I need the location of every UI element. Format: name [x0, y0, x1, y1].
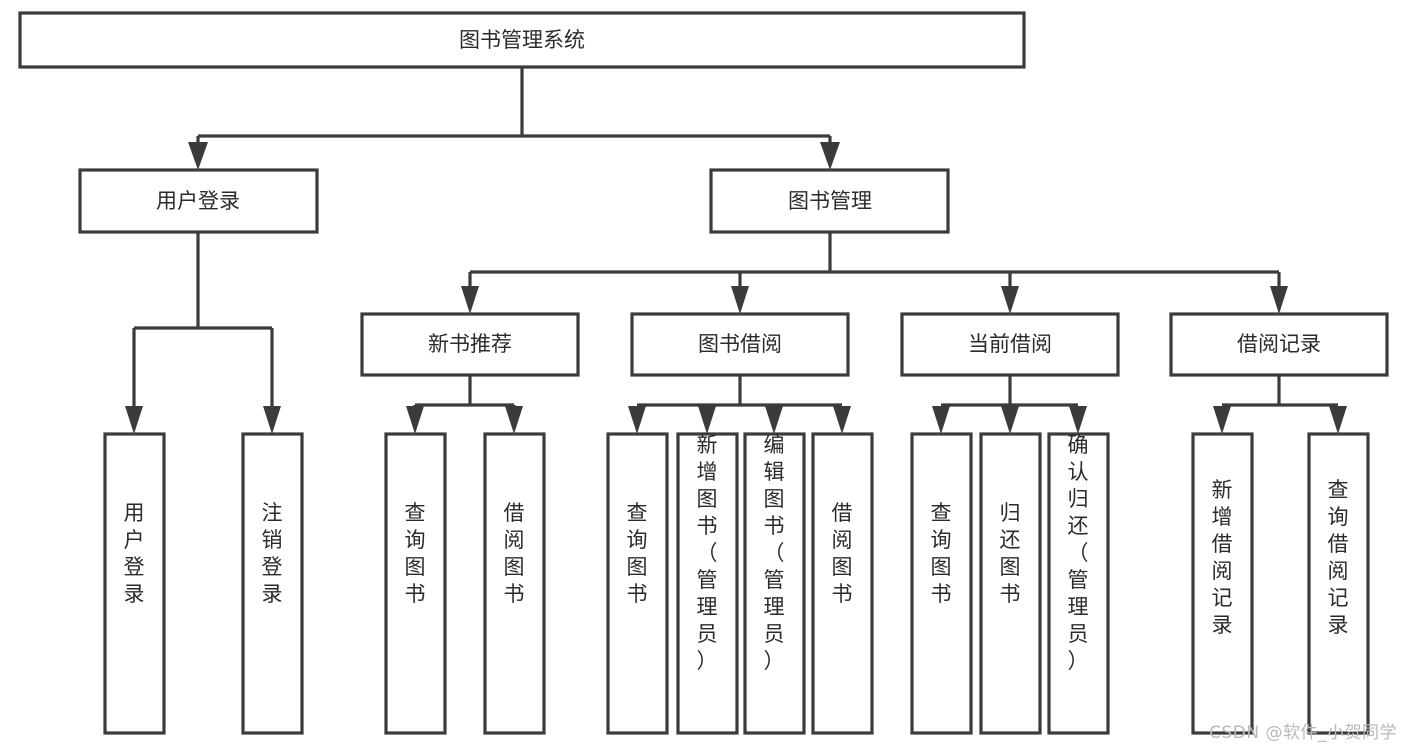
node-current-borrow-box[interactable] [900, 312, 1120, 377]
node-leaf-2[interactable]: 注销登录 [241, 432, 304, 735]
node-new-book-rec-box[interactable] [360, 312, 580, 377]
node-leaf-5-label: 查询图书 [627, 501, 648, 606]
node-book-manage[interactable]: 图书管理 [709, 168, 950, 234]
node-leaf-9-box[interactable] [910, 432, 973, 735]
arrow-nbr-leaf-4 [505, 406, 523, 434]
arrow-user-login-leaf-1 [125, 406, 143, 434]
arrow-br-leaf-12 [1213, 406, 1231, 434]
node-leaf-12-box[interactable] [1191, 432, 1254, 735]
node-leaf-1-box[interactable] [103, 432, 166, 735]
node-leaf-1-label: 用户登录 [124, 501, 145, 606]
node-root[interactable]: 图书管理系统 [18, 11, 1026, 69]
node-current-borrow-label: 当前借阅 [968, 332, 1052, 356]
node-leaf-12-label: 新增借阅记录 [1212, 478, 1233, 637]
node-user-login[interactable]: 用户登录 [78, 168, 319, 234]
node-leaf-8-label: 借阅图书 [832, 501, 853, 606]
arrow-root-to-book-manage [820, 142, 840, 170]
arrow-cb-leaf-9 [932, 406, 950, 434]
node-new-book-rec[interactable]: 新书推荐 [360, 312, 580, 377]
node-root-label: 图书管理系统 [459, 28, 585, 52]
arrow-cb-leaf-10 [1001, 406, 1019, 434]
node-user-login-label: 用户登录 [156, 189, 240, 213]
node-leaf-7-box[interactable] [743, 432, 806, 735]
node-leaf-2-box[interactable] [241, 432, 304, 735]
node-root-box[interactable] [18, 11, 1026, 69]
node-leaf-2-label: 注销登录 [262, 501, 283, 606]
node-leaf-7-label: 编辑图书（管理员） [764, 433, 785, 673]
node-leaf-9-label: 查询图书 [931, 501, 952, 606]
arrow-bm-to-new-book-rec [461, 286, 479, 314]
node-book-manage-label: 图书管理 [788, 189, 872, 213]
connector-layer [125, 67, 1347, 434]
node-leaf-4-box[interactable] [483, 432, 546, 735]
node-leaf-3-label: 查询图书 [405, 501, 426, 606]
arrow-bb-leaf-8 [833, 406, 851, 434]
node-leaf-11-label: 确认归还（管理员） [1068, 433, 1089, 673]
node-leaf-13-label: 查询借阅记录 [1328, 478, 1349, 637]
node-book-borrow-label: 图书借阅 [698, 332, 782, 356]
node-leaf-8[interactable]: 借阅图书 [811, 432, 874, 735]
node-leaf-12[interactable]: 新增借阅记录 [1191, 432, 1254, 735]
arrow-root-to-user-login [188, 142, 208, 170]
node-borrow-record-box[interactable] [1169, 312, 1389, 377]
node-leaf-7[interactable]: 编辑图书（管理员） [743, 432, 806, 735]
node-leaf-3[interactable]: 查询图书 [384, 432, 447, 735]
arrow-bm-to-borrow-record [1270, 286, 1288, 314]
node-borrow-record[interactable]: 借阅记录 [1169, 312, 1389, 377]
node-leaf-5-box[interactable] [606, 432, 669, 735]
node-book-borrow-box[interactable] [630, 312, 850, 377]
node-borrow-record-label: 借阅记录 [1237, 332, 1321, 356]
arrow-cb-leaf-11 [1069, 406, 1087, 434]
node-leaf-4-label: 借阅图书 [504, 501, 525, 606]
node-leaf-10-box[interactable] [979, 432, 1042, 735]
node-leaf-13[interactable]: 查询借阅记录 [1307, 432, 1370, 735]
node-book-borrow[interactable]: 图书借阅 [630, 312, 850, 377]
arrow-nbr-leaf-3 [406, 406, 424, 434]
node-leaf-6-box[interactable] [676, 432, 739, 735]
node-leaf-11-box[interactable] [1047, 432, 1110, 735]
node-leaf-6[interactable]: 新增图书（管理员） [676, 432, 739, 735]
node-leaf-5[interactable]: 查询图书 [606, 432, 669, 735]
node-leaf-8-box[interactable] [811, 432, 874, 735]
node-new-book-rec-label: 新书推荐 [428, 332, 512, 356]
node-leaf-9[interactable]: 查询图书 [910, 432, 973, 735]
arrow-bb-leaf-7 [765, 406, 783, 434]
node-leaf-1[interactable]: 用户登录 [103, 432, 166, 735]
node-leaf-13-box[interactable] [1307, 432, 1370, 735]
node-leaf-10-label: 归还图书 [1000, 501, 1021, 606]
arrow-user-login-leaf-2 [263, 406, 281, 434]
arrow-bb-leaf-5 [628, 406, 646, 434]
arrow-bm-to-current-borrow [1001, 286, 1019, 314]
node-leaf-4[interactable]: 借阅图书 [483, 432, 546, 735]
node-user-login-box[interactable] [78, 168, 319, 234]
node-leaf-10[interactable]: 归还图书 [979, 432, 1042, 735]
node-leaf-6-label: 新增图书（管理员） [697, 433, 718, 673]
node-current-borrow[interactable]: 当前借阅 [900, 312, 1120, 377]
node-leaf-11[interactable]: 确认归还（管理员） [1047, 432, 1110, 735]
node-book-manage-box[interactable] [709, 168, 950, 234]
arrow-br-leaf-13 [1329, 406, 1347, 434]
node-leaf-3-box[interactable] [384, 432, 447, 735]
arrow-bb-leaf-6 [698, 406, 716, 434]
csdn-watermark: CSDN @软件_小贺同学 [1209, 723, 1397, 743]
arrow-bm-to-book-borrow [731, 286, 749, 314]
